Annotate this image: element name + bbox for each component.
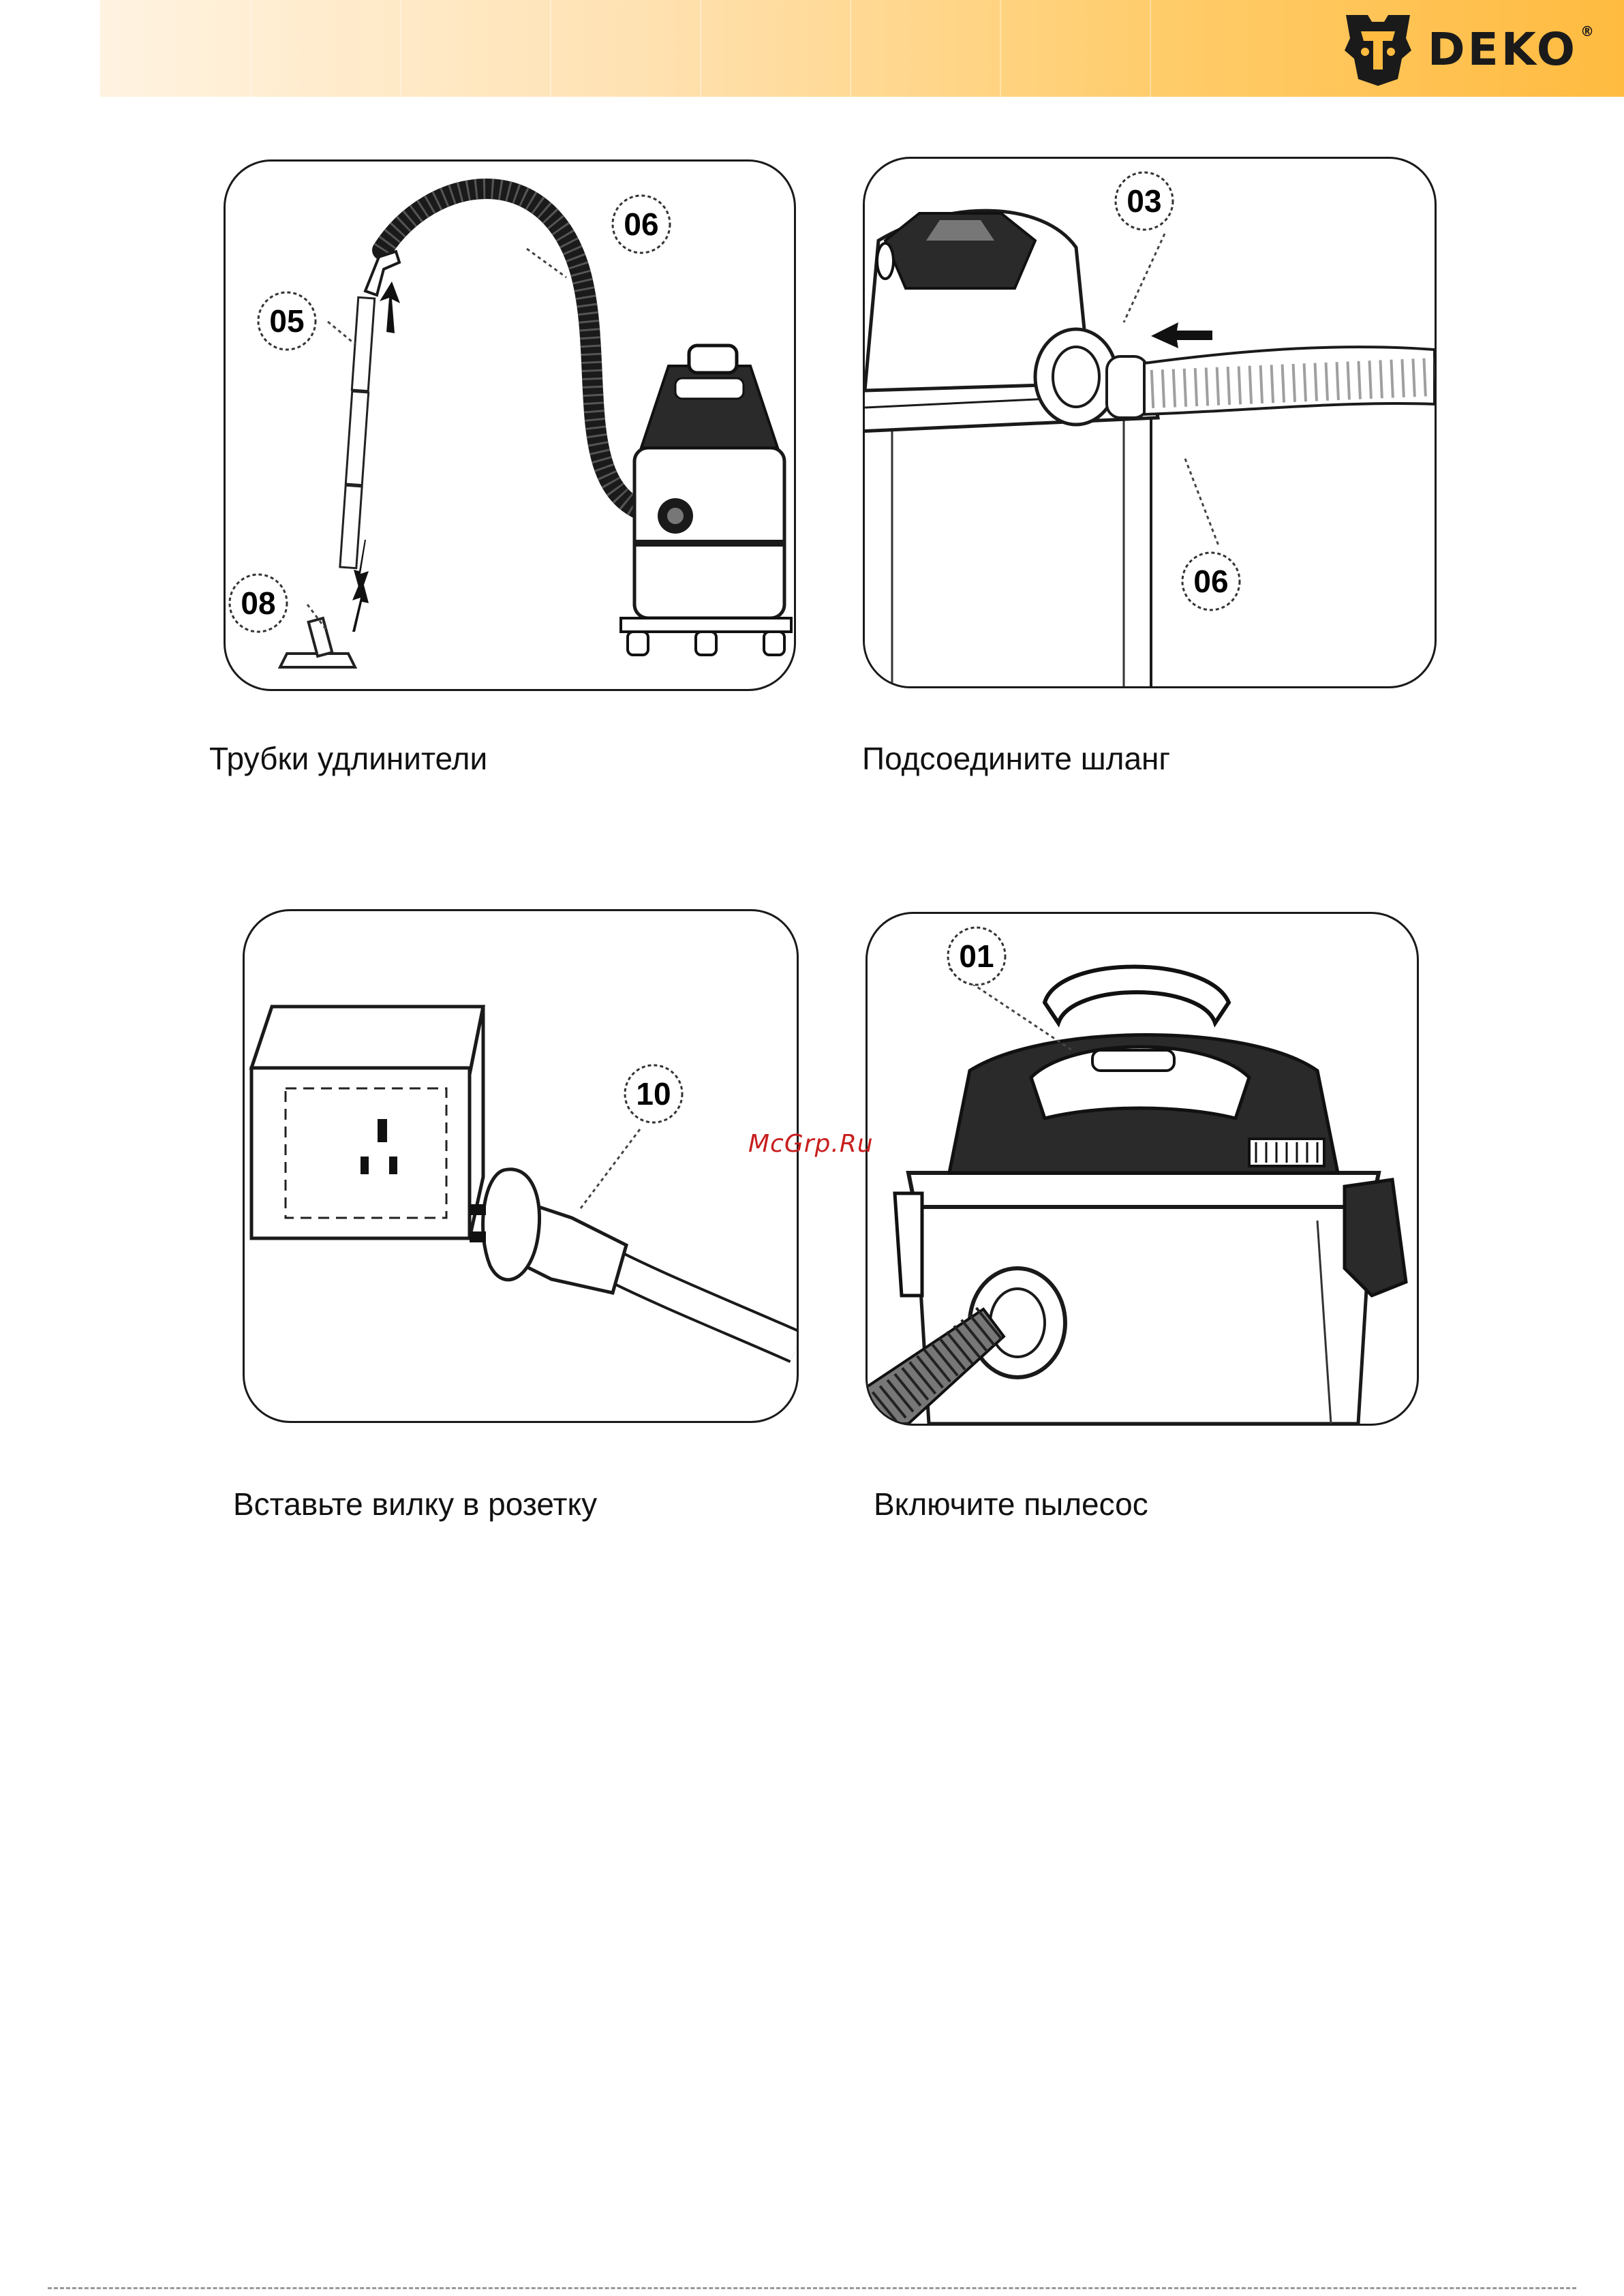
svg-text:05: 05 xyxy=(269,303,304,339)
callout-10: 10 xyxy=(625,1065,682,1122)
callout-01: 01 xyxy=(948,928,1005,985)
callouts: 03 06 xyxy=(865,159,1435,686)
header-bar: DEKO® xyxy=(100,0,1624,97)
callout-03: 03 xyxy=(1116,172,1173,230)
illustration-panel-switch-on: 01 xyxy=(865,912,1419,1426)
header-band xyxy=(700,0,701,97)
callout-08: 08 xyxy=(230,575,287,632)
svg-text:01: 01 xyxy=(959,938,994,974)
bottom-rule xyxy=(48,2287,1576,2289)
caption-extension-tubes: Трубки удлинители xyxy=(209,740,487,777)
deko-emblem-icon xyxy=(1340,11,1415,87)
header-band xyxy=(250,0,251,97)
brand-name: DEKO® xyxy=(1428,23,1597,76)
header-band xyxy=(550,0,551,97)
svg-text:06: 06 xyxy=(624,206,658,242)
caption-connect-hose: Подсоедините шланг xyxy=(862,740,1170,777)
illustration-panel-connect-hose: 03 06 xyxy=(863,157,1437,688)
header-band xyxy=(1150,0,1151,97)
callouts: 05 06 08 xyxy=(226,162,794,689)
header-band xyxy=(1000,0,1001,97)
svg-text:10: 10 xyxy=(636,1076,671,1112)
callout-06: 06 xyxy=(1182,553,1240,610)
caption-switch-on: Включите пылесос xyxy=(874,1486,1148,1522)
svg-text:08: 08 xyxy=(241,585,275,621)
header-band xyxy=(850,0,851,97)
header-band xyxy=(400,0,401,97)
callout-06: 06 xyxy=(613,196,670,253)
callouts: 10 xyxy=(245,911,797,1421)
callout-05: 05 xyxy=(258,292,316,350)
svg-text:03: 03 xyxy=(1127,183,1161,219)
caption-plug-socket: Вставьте вилку в розетку xyxy=(233,1486,597,1522)
illustration-panel-plug-socket: 10 xyxy=(243,909,799,1423)
deko-logo: DEKO® xyxy=(1340,11,1597,87)
illustration-panel-extension-tubes: 05 06 08 xyxy=(224,159,796,691)
svg-text:06: 06 xyxy=(1193,564,1228,599)
watermark: McGrp.Ru xyxy=(748,1130,874,1158)
callouts: 01 xyxy=(868,914,1417,1424)
